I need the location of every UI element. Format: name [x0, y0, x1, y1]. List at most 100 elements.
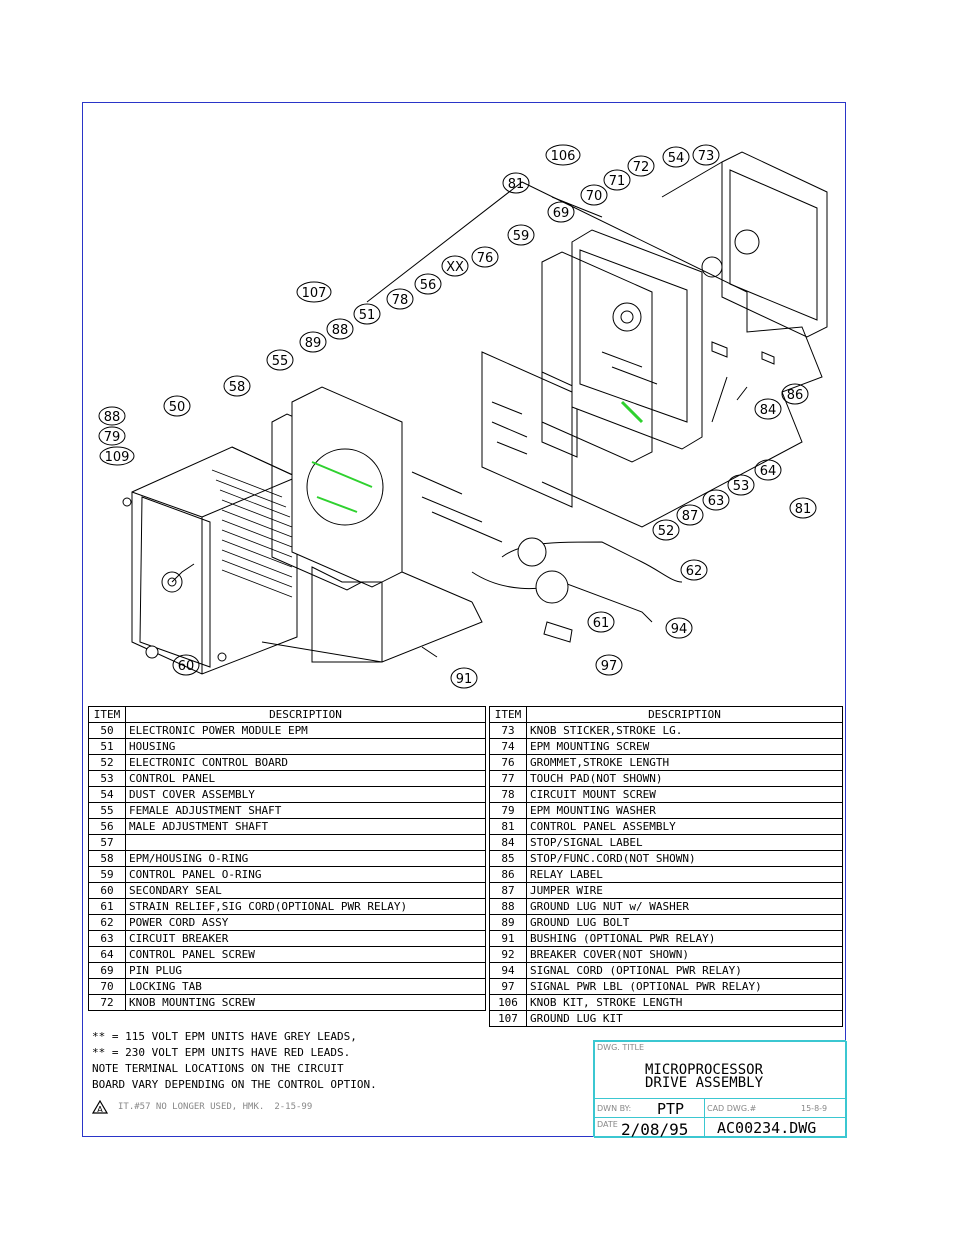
- item-description: CIRCUIT BREAKER: [125, 930, 486, 947]
- item-description: CONTROL PANEL: [125, 770, 486, 787]
- note-line: NOTE TERMINAL LOCATIONS ON THE CIRCUIT: [92, 1062, 344, 1075]
- callout-63: 63: [702, 489, 730, 511]
- item-number: 106: [489, 994, 527, 1011]
- cad-dwg-date: 15-8-9: [801, 1104, 828, 1113]
- item-description: HOUSING: [125, 738, 486, 755]
- callout-79: 79: [98, 426, 126, 446]
- callout-xx: XX: [441, 255, 469, 277]
- item-description: BUSHING (OPTIONAL PWR RELAY): [526, 930, 843, 947]
- svg-text:56: 56: [420, 278, 437, 293]
- item-description: GROUND LUG NUT w/ WASHER: [526, 898, 843, 915]
- item-number: 78: [489, 786, 527, 803]
- svg-text:71: 71: [609, 174, 626, 189]
- callout-bubbles: 106 54 73 72 71 70 81 69 59 76 XX 56 78 …: [98, 144, 817, 689]
- table-row: 57: [88, 834, 486, 851]
- note-line: ** = 230 VOLT EPM UNITS HAVE RED LEADS.: [92, 1046, 351, 1059]
- item-description: GROUND LUG BOLT: [526, 914, 843, 931]
- item-description: CONTROL PANEL SCREW: [125, 946, 486, 963]
- item-description: PIN PLUG: [125, 962, 486, 979]
- item-description: EPM/HOUSING O-RING: [125, 850, 486, 867]
- item-description: FEMALE ADJUSTMENT SHAFT: [125, 802, 486, 819]
- svg-text:70: 70: [586, 189, 603, 204]
- item-description: EPM MOUNTING SCREW: [526, 738, 843, 755]
- callout-107: 107: [296, 281, 332, 303]
- item-number: 84: [489, 834, 527, 851]
- svg-text:84: 84: [760, 403, 777, 418]
- item-description: DUST COVER ASSEMBLY: [125, 786, 486, 803]
- svg-text:55: 55: [272, 354, 289, 369]
- svg-text:58: 58: [229, 380, 246, 395]
- svg-text:81: 81: [795, 502, 812, 517]
- drawing-border: [82, 102, 846, 1137]
- item-number: 59: [88, 866, 126, 883]
- drawing-title-line-1: MICROPROCESSOR: [645, 1062, 764, 1078]
- item-number: 60: [88, 882, 126, 899]
- item-number: 61: [88, 898, 126, 915]
- callout-106: 106: [545, 144, 581, 166]
- callout-109: 109: [99, 446, 135, 466]
- callout-71: 71: [603, 169, 631, 191]
- item-number: 81: [489, 818, 527, 835]
- svg-text:107: 107: [302, 286, 327, 301]
- svg-text:A: A: [97, 1105, 103, 1114]
- callout-89: 89: [299, 331, 327, 353]
- item-number: 91: [489, 930, 527, 947]
- note-line: BOARD VARY DEPENDING ON THE CONTROL OPTI…: [92, 1078, 377, 1091]
- gasket-drawing: [541, 251, 653, 463]
- item-number: 57: [88, 834, 126, 851]
- svg-text:81: 81: [508, 177, 525, 192]
- item-number: 64: [88, 946, 126, 963]
- drawn-by-value: PTP: [657, 1100, 685, 1118]
- exploded-assembly-drawing: 106 54 73 72 71 70 81 69 59 76 XX 56 78 …: [98, 144, 828, 689]
- control-board-drawing: [411, 351, 578, 543]
- callout-58: 58: [223, 375, 251, 397]
- item-number: 92: [489, 946, 527, 963]
- svg-text:106: 106: [551, 149, 576, 164]
- callout-87: 87: [676, 504, 704, 526]
- svg-text:109: 109: [105, 450, 130, 465]
- item-number: 76: [489, 754, 527, 771]
- item-description: ELECTRONIC POWER MODULE EPM: [125, 722, 486, 739]
- svg-text:79: 79: [104, 430, 121, 445]
- item-number: 55: [88, 802, 126, 819]
- svg-text:91: 91: [456, 672, 473, 687]
- svg-text:97: 97: [601, 659, 618, 674]
- item-number: 87: [489, 882, 527, 899]
- callout-70: 70: [580, 184, 608, 206]
- svg-text:89: 89: [305, 336, 322, 351]
- item-number: 79: [489, 802, 527, 819]
- item-number: 89: [489, 914, 527, 931]
- item-number: 94: [489, 962, 527, 979]
- item-description: CONTROL PANEL O-RING: [125, 866, 486, 883]
- item-description: ELECTRONIC CONTROL BOARD: [125, 754, 486, 771]
- column-header-item: ITEM: [88, 706, 126, 723]
- item-description: JUMPER WIRE: [526, 882, 843, 899]
- item-description: GROMMET,STROKE LENGTH: [526, 754, 843, 771]
- item-number: 77: [489, 770, 527, 787]
- date-cell: DATE 2/08/95: [594, 1117, 705, 1139]
- item-number: 97: [489, 978, 527, 995]
- housing-drawing: [261, 386, 483, 663]
- revision-text: IT.#57 NO LONGER USED, HMK.: [118, 1102, 265, 1112]
- callout-62: 62: [680, 559, 708, 581]
- item-number: 53: [88, 770, 126, 787]
